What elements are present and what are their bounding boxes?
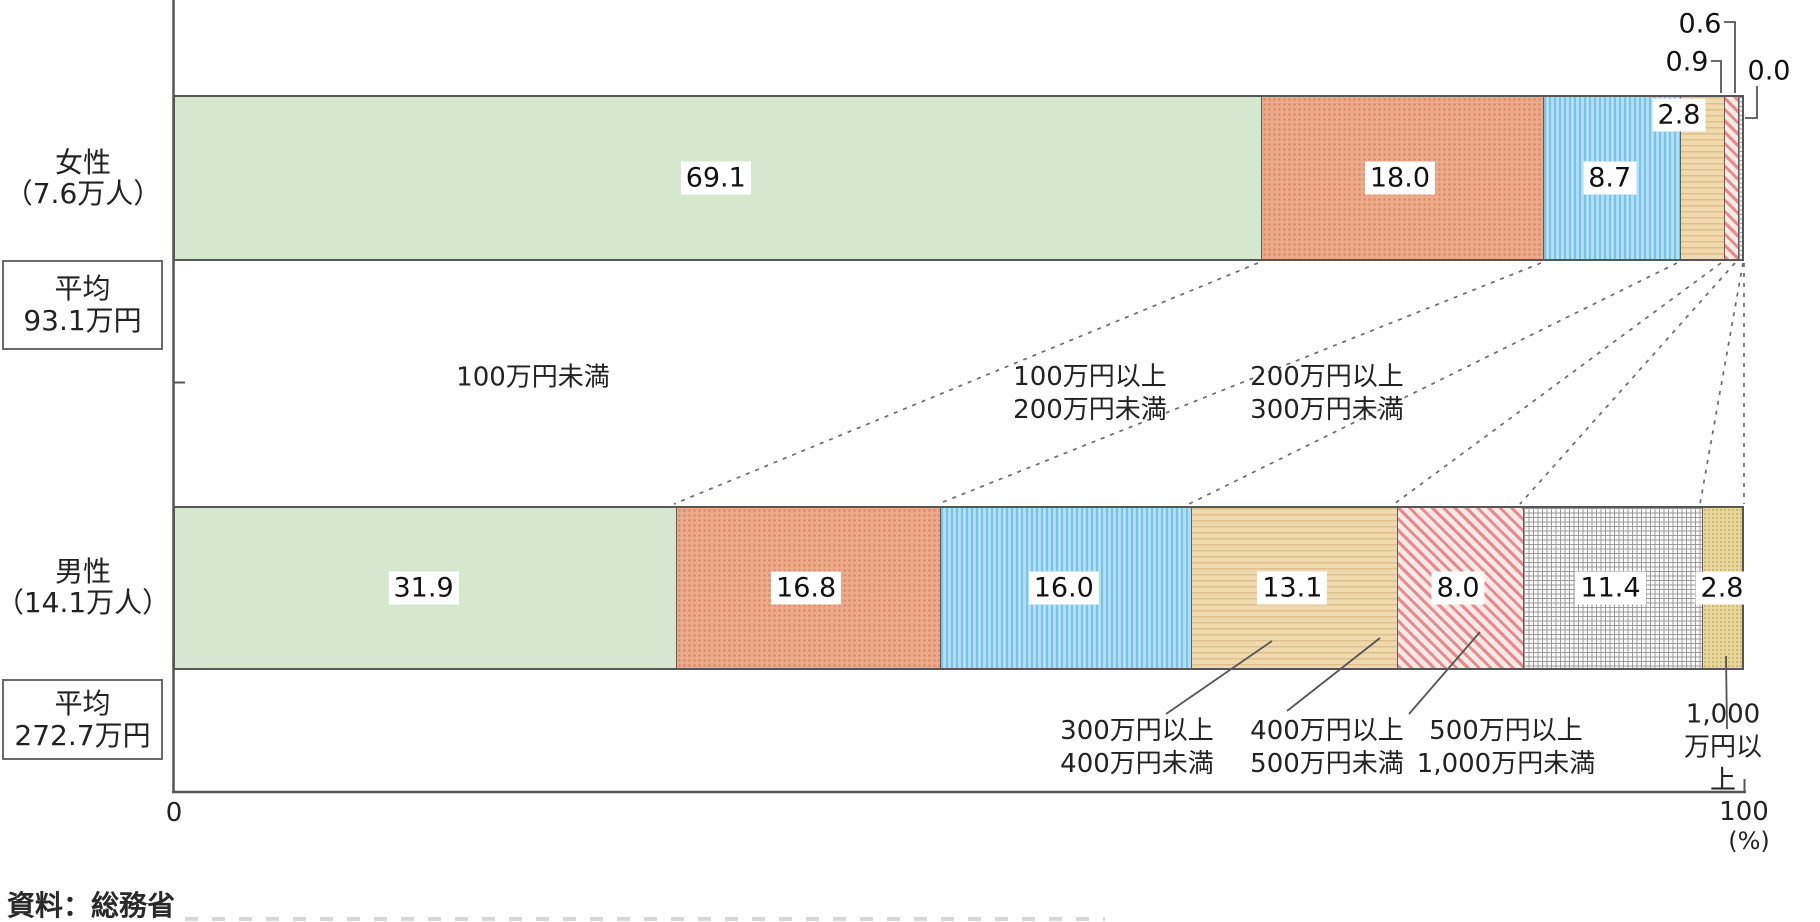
- bar-female-segment-3: [1680, 97, 1724, 259]
- clipped-text-fragment: [185, 917, 1105, 921]
- bracket-female-0_0: [1745, 86, 1758, 119]
- bracket-female-0_9: [1711, 60, 1722, 93]
- bar-male-value-4: 8.0: [1431, 571, 1485, 605]
- bar-female-segment-5: [1738, 97, 1742, 259]
- bar-male-value-1: 16.8: [771, 571, 842, 605]
- connector-400: [1393, 262, 1722, 505]
- x-axis-label-100: 100: [1719, 797, 1769, 827]
- bar-male-value-2: 16.0: [1028, 571, 1099, 605]
- callout-female-0_0: 0.0: [1747, 55, 1791, 87]
- average-box-male: 平均 272.7万円: [2, 679, 163, 760]
- bar-female-segment-4: [1724, 97, 1739, 259]
- bracket-label-300-400: 300万円以上 400万円未満: [1060, 716, 1214, 779]
- bar-male-value-3: 13.1: [1257, 571, 1328, 605]
- source-note: 資料：総務省: [7, 889, 176, 922]
- bar-female-value-0: 69.1: [680, 161, 751, 195]
- bar-female-value-3: 2.8: [1652, 98, 1706, 132]
- callout-female-0_9: 0.9: [1665, 46, 1709, 78]
- connector-1000: [1699, 262, 1744, 505]
- average-box-female: 平均 93.1万円: [2, 260, 163, 350]
- bracket-female-0_6: [1724, 21, 1736, 93]
- bar-female-value-1: 18.0: [1364, 161, 1435, 195]
- x-axis-unit-percent: (%): [1728, 827, 1770, 855]
- dashed-connectors: [673, 262, 1745, 505]
- bar-male-value-5: 11.4: [1575, 571, 1646, 605]
- bar-female: [173, 95, 1744, 261]
- bar-male-value-6: 2.8: [1695, 571, 1749, 605]
- bracket-label-100-200: 100万円以上 200万円未満: [1013, 362, 1167, 425]
- connector-500: [1519, 262, 1736, 505]
- bracket-label-over1000: 1,000万円以上: [1683, 699, 1762, 796]
- connector-100: [673, 262, 1259, 505]
- category-label-female: 女性 （7.6万人）: [4, 146, 162, 210]
- callout-female-0_6: 0.6: [1678, 8, 1722, 40]
- x-axis-label-0: 0: [165, 798, 183, 828]
- bar-female-value-2: 8.7: [1583, 161, 1637, 195]
- bar-male-segment-1: [676, 508, 941, 668]
- bracket-label-200-300: 200万円以上 300万円未満: [1250, 362, 1404, 425]
- bracket-label-under100: 100万円未満: [456, 362, 610, 393]
- bracket-label-500-1000: 500万円以上 1,000万円未満: [1416, 716, 1596, 779]
- category-label-male: 男性 （14.1万人）: [0, 555, 171, 619]
- bracket-label-400-500: 400万円以上 500万円未満: [1250, 716, 1404, 779]
- bar-male-value-0: 31.9: [388, 571, 459, 605]
